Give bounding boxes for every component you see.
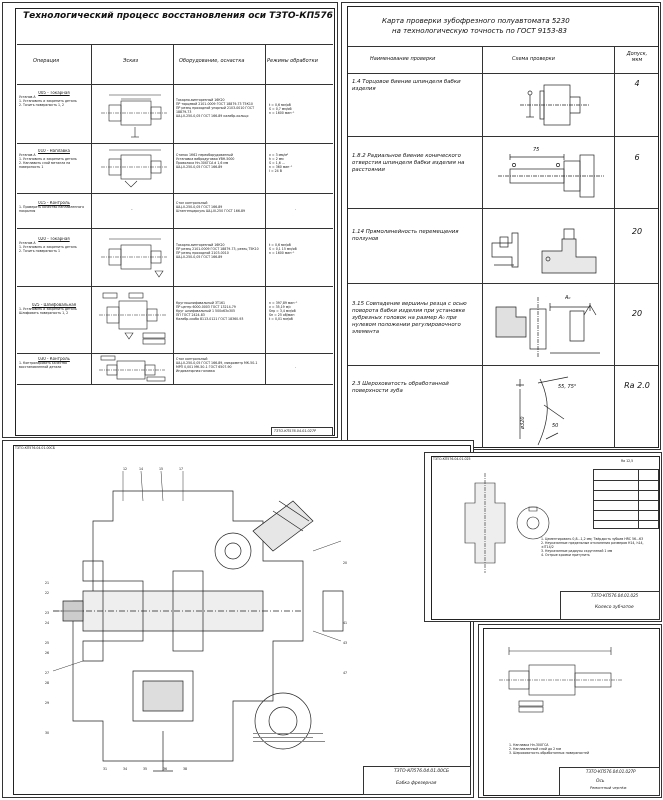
assembly-label-24: 24 — [45, 621, 50, 625]
assembly-label-43: 43 — [343, 641, 348, 645]
check-title-1: Карта проверки зубофрезного полуавтомата… — [382, 17, 570, 25]
check-row-3-name: 1.14 Прямолинейность перемещения ползуно… — [352, 229, 459, 242]
axle-stamp: ТЗТО-КП576.04.01.027Р Ось Ремонтный черт… — [559, 767, 660, 796]
check-row-4-tol: 20 — [631, 309, 643, 318]
sheet-tech-process: Технологический процесс восстановления о… — [2, 2, 338, 438]
assembly-stamp: ТЗТО-КП576.04.01.00СБ Бабка фрезерная — [363, 766, 471, 795]
tech-row-5-sketch — [99, 292, 167, 345]
gear-roughness: Ra 12,5 — [621, 459, 634, 463]
check-row-2-dim: 75 — [533, 147, 540, 153]
check-row-5-tol: Ra 2.0 — [624, 381, 650, 390]
check-row-2-scheme — [498, 154, 604, 198]
assembly-corner-code: ТЗТО-КП576.04.01.00СБ — [15, 446, 55, 450]
gear-frame — [431, 456, 660, 620]
gear-corner-code: ТЗТО-КП576.04.01.025 — [433, 457, 471, 461]
tech-row-5-op: 025 - Шлифовальная 1. Установить и закре… — [19, 303, 77, 315]
check-header-tolerance: Допуск, мкм — [626, 51, 648, 63]
assembly-label-14: 14 — [139, 467, 144, 471]
assembly-label-47: 47 — [343, 671, 348, 675]
gear-stamp: ТЗТО-КП576.04.01.025 Колесо зубчатое — [560, 591, 660, 620]
check-row-2-tol: 6 — [634, 153, 640, 162]
check-row-3-tol: 20 — [631, 227, 643, 236]
assembly-label-31: 31 — [103, 767, 108, 771]
check-header-scheme: Схема проверки — [512, 56, 555, 62]
assembly-label-20: 20 — [343, 561, 348, 565]
tech-row-3-sketch-dash: – — [131, 207, 133, 211]
assembly-label-36: 36 — [163, 767, 168, 771]
assembly-label-38: 38 — [183, 767, 188, 771]
assembly-label-27: 27 — [45, 671, 50, 675]
gear-notes: 1. Цементировать 0,8...1,2 мм; Твёрдость… — [541, 537, 644, 557]
assembly-label-30: 30 — [45, 731, 50, 735]
assembly-label-26: 26 — [45, 651, 50, 655]
assembly-label-12: 12 — [123, 467, 128, 471]
tech-header-operation: Операция — [33, 58, 60, 64]
tech-row-6-op: 030 - Контроль 1. Контролировать качеств… — [19, 357, 70, 369]
assembly-label-25: 25 — [45, 641, 50, 645]
tech-header-sketch: Эскиз — [123, 58, 139, 64]
assembly-label-23: 23 — [45, 611, 50, 615]
check-row-4-name: 3.15 Совпадение вершины резца с осью пов… — [352, 301, 467, 335]
tech-row-3-modes: - — [295, 207, 297, 211]
tech-row-1-sketch — [101, 94, 167, 138]
check-row-5-scheme — [516, 376, 569, 446]
tech-row-4-sketch — [101, 238, 167, 278]
tech-row-6-modes: - — [295, 365, 297, 369]
check-row-1-scheme — [520, 84, 590, 126]
gear-drawing — [464, 473, 550, 573]
tech-frame — [15, 8, 335, 436]
check-row-3-scheme — [491, 228, 597, 274]
assembly-label-41: 41 — [343, 621, 348, 625]
assembly-label-17: 17 — [179, 467, 184, 471]
tech-stamp: ТЗТО-КП576.04.01.027Р — [271, 427, 333, 436]
check-row-2-name: 1.8.2 Радиальное биение конического отве… — [352, 153, 465, 173]
check-row-5-dim-diameter: ø320 — [520, 416, 526, 429]
check-row-4-dim: A₀ — [565, 295, 571, 301]
assembly-label-22: 22 — [45, 591, 50, 595]
assembly-drawing — [52, 470, 344, 772]
tech-row-6-sketch — [99, 355, 166, 382]
tech-row-2-sketch — [101, 149, 167, 188]
check-row-4-scheme — [495, 297, 600, 357]
assembly-label-21: 21 — [45, 581, 50, 585]
tech-title: Технологический процесс восстановления о… — [23, 11, 333, 21]
check-header-name: Наименование проверки — [370, 56, 436, 62]
sheet-check-card: Карта проверки зубофрезного полуавтомата… — [341, 2, 661, 450]
assembly-label-29: 29 — [45, 701, 50, 705]
check-row-1-name: 1.4 Торцовое биение шпинделя бабки издел… — [352, 79, 461, 92]
gear-table — [593, 469, 659, 529]
check-row-5-dim-angle: 55, 75° — [558, 384, 577, 390]
tech-header-equipment: Оборудование, оснастка — [179, 58, 245, 64]
assembly-label-28: 28 — [45, 681, 50, 685]
axle-drawing — [499, 647, 623, 713]
tech-row-3-op: 015 - Контроль 1. Проверить качество нап… — [19, 201, 85, 213]
check-title-2: на технологическую точность по ГОСТ 9153… — [392, 27, 568, 35]
sheet-gear: ТЗТО-КП576.04.01.025 Ra 12,5 1. Цементир… — [424, 452, 662, 622]
check-frame — [347, 6, 659, 448]
assembly-label-35: 35 — [143, 767, 148, 771]
tech-header-modes: Режимы обработки — [267, 58, 318, 64]
check-row-1-tol: 4 — [634, 79, 640, 88]
check-row-5-name: 2.3 Шероховатость обработанной поверхнос… — [352, 381, 449, 394]
sheet-assembly: ТЗТО-КП576.04.01.00СБ 12 14 15 17 20 21 … — [2, 440, 474, 798]
assembly-label-15: 15 — [159, 467, 164, 471]
assembly-label-34: 34 — [123, 767, 128, 771]
check-row-5-dim-50: 50 — [552, 423, 559, 429]
